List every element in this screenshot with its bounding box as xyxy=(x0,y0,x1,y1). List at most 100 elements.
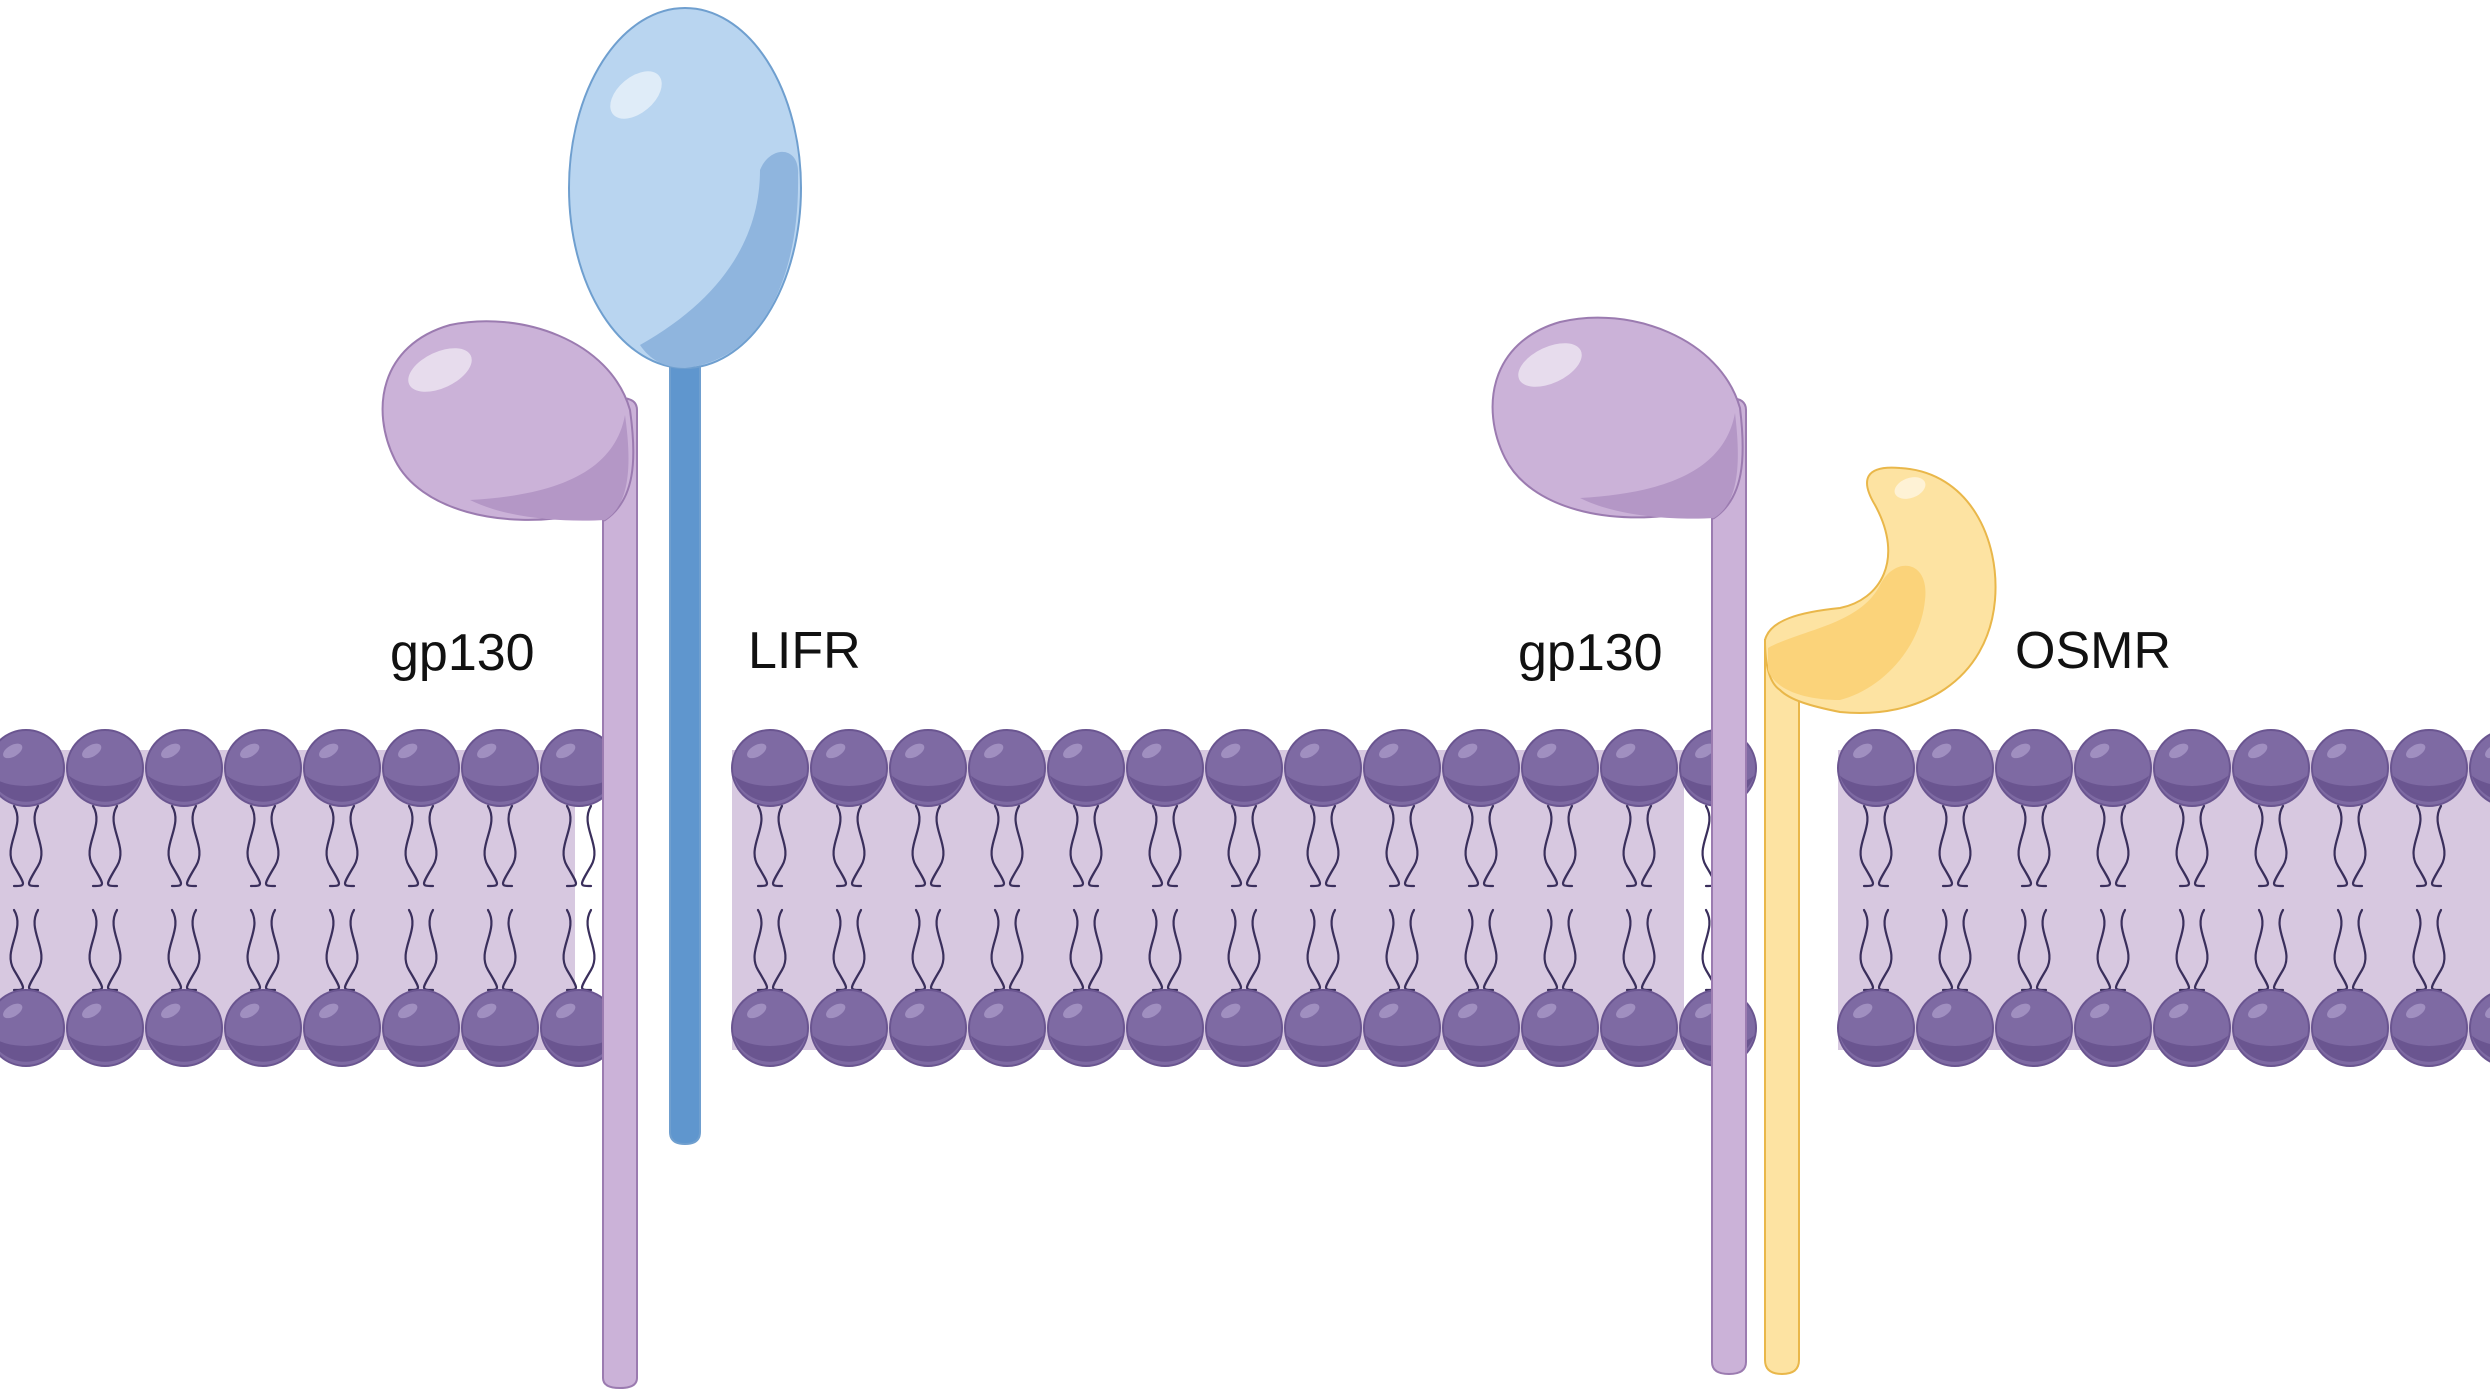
label-gp130-right: gp130 xyxy=(1518,624,1663,682)
lipid-tail xyxy=(88,804,104,888)
lipid-pair xyxy=(1521,729,1599,1067)
phospholipid-icon xyxy=(1126,989,1204,1067)
phospholipid-icon xyxy=(810,989,888,1067)
lipid-head-shade xyxy=(2471,1035,2490,1058)
lipid-head-highlight xyxy=(1695,743,1715,759)
lipid-head-highlight xyxy=(82,743,102,759)
lipid-head-shade xyxy=(0,775,63,802)
lipid-pair xyxy=(1205,729,1283,1067)
phospholipid-icon xyxy=(1047,729,1125,807)
lipid-head-highlight xyxy=(161,1003,181,1019)
lipid-head-highlight xyxy=(1063,1003,1083,1019)
lipid-head-highlight xyxy=(2011,1003,2031,1019)
lipid-head-shade xyxy=(1997,1035,2071,1062)
lipid-tail xyxy=(1561,804,1577,888)
lipid-head-highlight xyxy=(477,1003,497,1019)
label-gp130-left: gp130 xyxy=(390,624,535,682)
lipid-head-highlight xyxy=(747,1003,767,1019)
lipid-tail xyxy=(911,804,927,888)
lipid-tail xyxy=(501,804,517,888)
lipid-head-highlight xyxy=(1853,1003,1873,1019)
lipid-head-highlight xyxy=(3,743,23,759)
lipid-pair xyxy=(224,729,302,1067)
phospholipid-icon xyxy=(968,729,1046,807)
lipid-head-highlight xyxy=(1221,743,1241,759)
lipid-pair xyxy=(66,729,144,1067)
lipid-head-highlight xyxy=(826,1003,846,1019)
lipid-tail xyxy=(1482,804,1498,888)
lipid-tail xyxy=(185,804,201,888)
lipid-head-highlight xyxy=(1853,743,1873,759)
lipid-pair xyxy=(0,729,65,1067)
lipid-tail xyxy=(1008,804,1024,888)
lipid-pair xyxy=(2074,729,2152,1067)
lipid-head-shade xyxy=(2392,775,2466,802)
phospholipid-icon xyxy=(1521,729,1599,807)
lipid-head-shade xyxy=(1444,1035,1518,1062)
lipid-head-highlight xyxy=(1142,1003,1162,1019)
lipid-head-shade xyxy=(1049,775,1123,802)
lipid-head-shade xyxy=(2234,1035,2308,1062)
lipid-pair xyxy=(1126,729,1204,1067)
gp130-receptor-right xyxy=(1491,316,1747,1376)
lipid-head-shade xyxy=(2155,775,2229,802)
gp130-left-stem xyxy=(602,396,638,1390)
lipid-head-highlight xyxy=(1300,1003,1320,1019)
osmr-head-shade xyxy=(1768,565,1926,700)
lipid-pair xyxy=(540,729,618,1067)
lipid-tail xyxy=(264,804,280,888)
lipid-tail xyxy=(325,804,341,888)
lipid-head-shade xyxy=(2076,1035,2150,1062)
lipid-head-shade xyxy=(1049,1035,1123,1062)
lipid-head-shade xyxy=(1839,1035,1913,1062)
lipid-head-shade xyxy=(384,775,458,802)
lipid-tail xyxy=(580,908,596,992)
lipid-head-highlight xyxy=(905,1003,925,1019)
lipid-head-highlight xyxy=(161,743,181,759)
lipid-head-shade xyxy=(1286,775,1360,802)
lipid-tail xyxy=(1938,804,1954,888)
membrane-segment-middle xyxy=(732,750,1684,1050)
phospholipid-icon xyxy=(1284,729,1362,807)
lipid-pair xyxy=(1600,729,1678,1067)
lipid-head-shade xyxy=(1602,1035,1676,1062)
phospholipid-icon xyxy=(145,989,223,1067)
lipid-head-highlight xyxy=(1300,743,1320,759)
phospholipid-icon xyxy=(461,729,539,807)
phospholipid-icon xyxy=(2232,729,2310,807)
phospholipid-icon xyxy=(1284,989,1362,1067)
lipid-head-shade xyxy=(463,775,537,802)
phospholipid-icon xyxy=(1126,729,1204,807)
osmr-stem xyxy=(1764,639,1800,1376)
lipid-pair xyxy=(382,729,460,1067)
gp130-receptor-left xyxy=(381,320,638,1390)
lipid-head-highlight xyxy=(905,743,925,759)
lipid-pair xyxy=(889,729,967,1067)
phospholipid-icon xyxy=(1837,989,1915,1067)
phospholipid-icon xyxy=(540,729,618,807)
lipid-tail xyxy=(2096,804,2112,888)
lipid-tail xyxy=(9,804,25,888)
lipid-tail xyxy=(562,804,578,888)
phospholipid-icon xyxy=(2311,729,2389,807)
phospholipid-icon xyxy=(1916,729,1994,807)
phospholipid-icon xyxy=(1363,989,1441,1067)
lipid-head-shade xyxy=(970,775,1044,802)
lipid-head-shade xyxy=(891,1035,965,1062)
phospholipid-icon xyxy=(1205,989,1283,1067)
lipid-head-highlight xyxy=(1932,743,1952,759)
lipid-tail xyxy=(1087,804,1103,888)
phospholipid-icon xyxy=(461,989,539,1067)
lipid-tail xyxy=(1403,804,1419,888)
lipid-tail xyxy=(167,804,183,888)
lipid-head-shade xyxy=(1918,775,1992,802)
lipid-pair xyxy=(2232,729,2310,1067)
lipid-tail xyxy=(1324,804,1340,888)
lipid-head-shade xyxy=(542,1035,616,1062)
lipid-head-shade xyxy=(733,775,807,802)
phospholipid-icon xyxy=(889,989,967,1067)
lipid-head-highlight xyxy=(398,743,418,759)
lipid-tail xyxy=(929,804,945,888)
lipid-pair xyxy=(1284,729,1362,1067)
phospholipid-icon xyxy=(66,729,144,807)
